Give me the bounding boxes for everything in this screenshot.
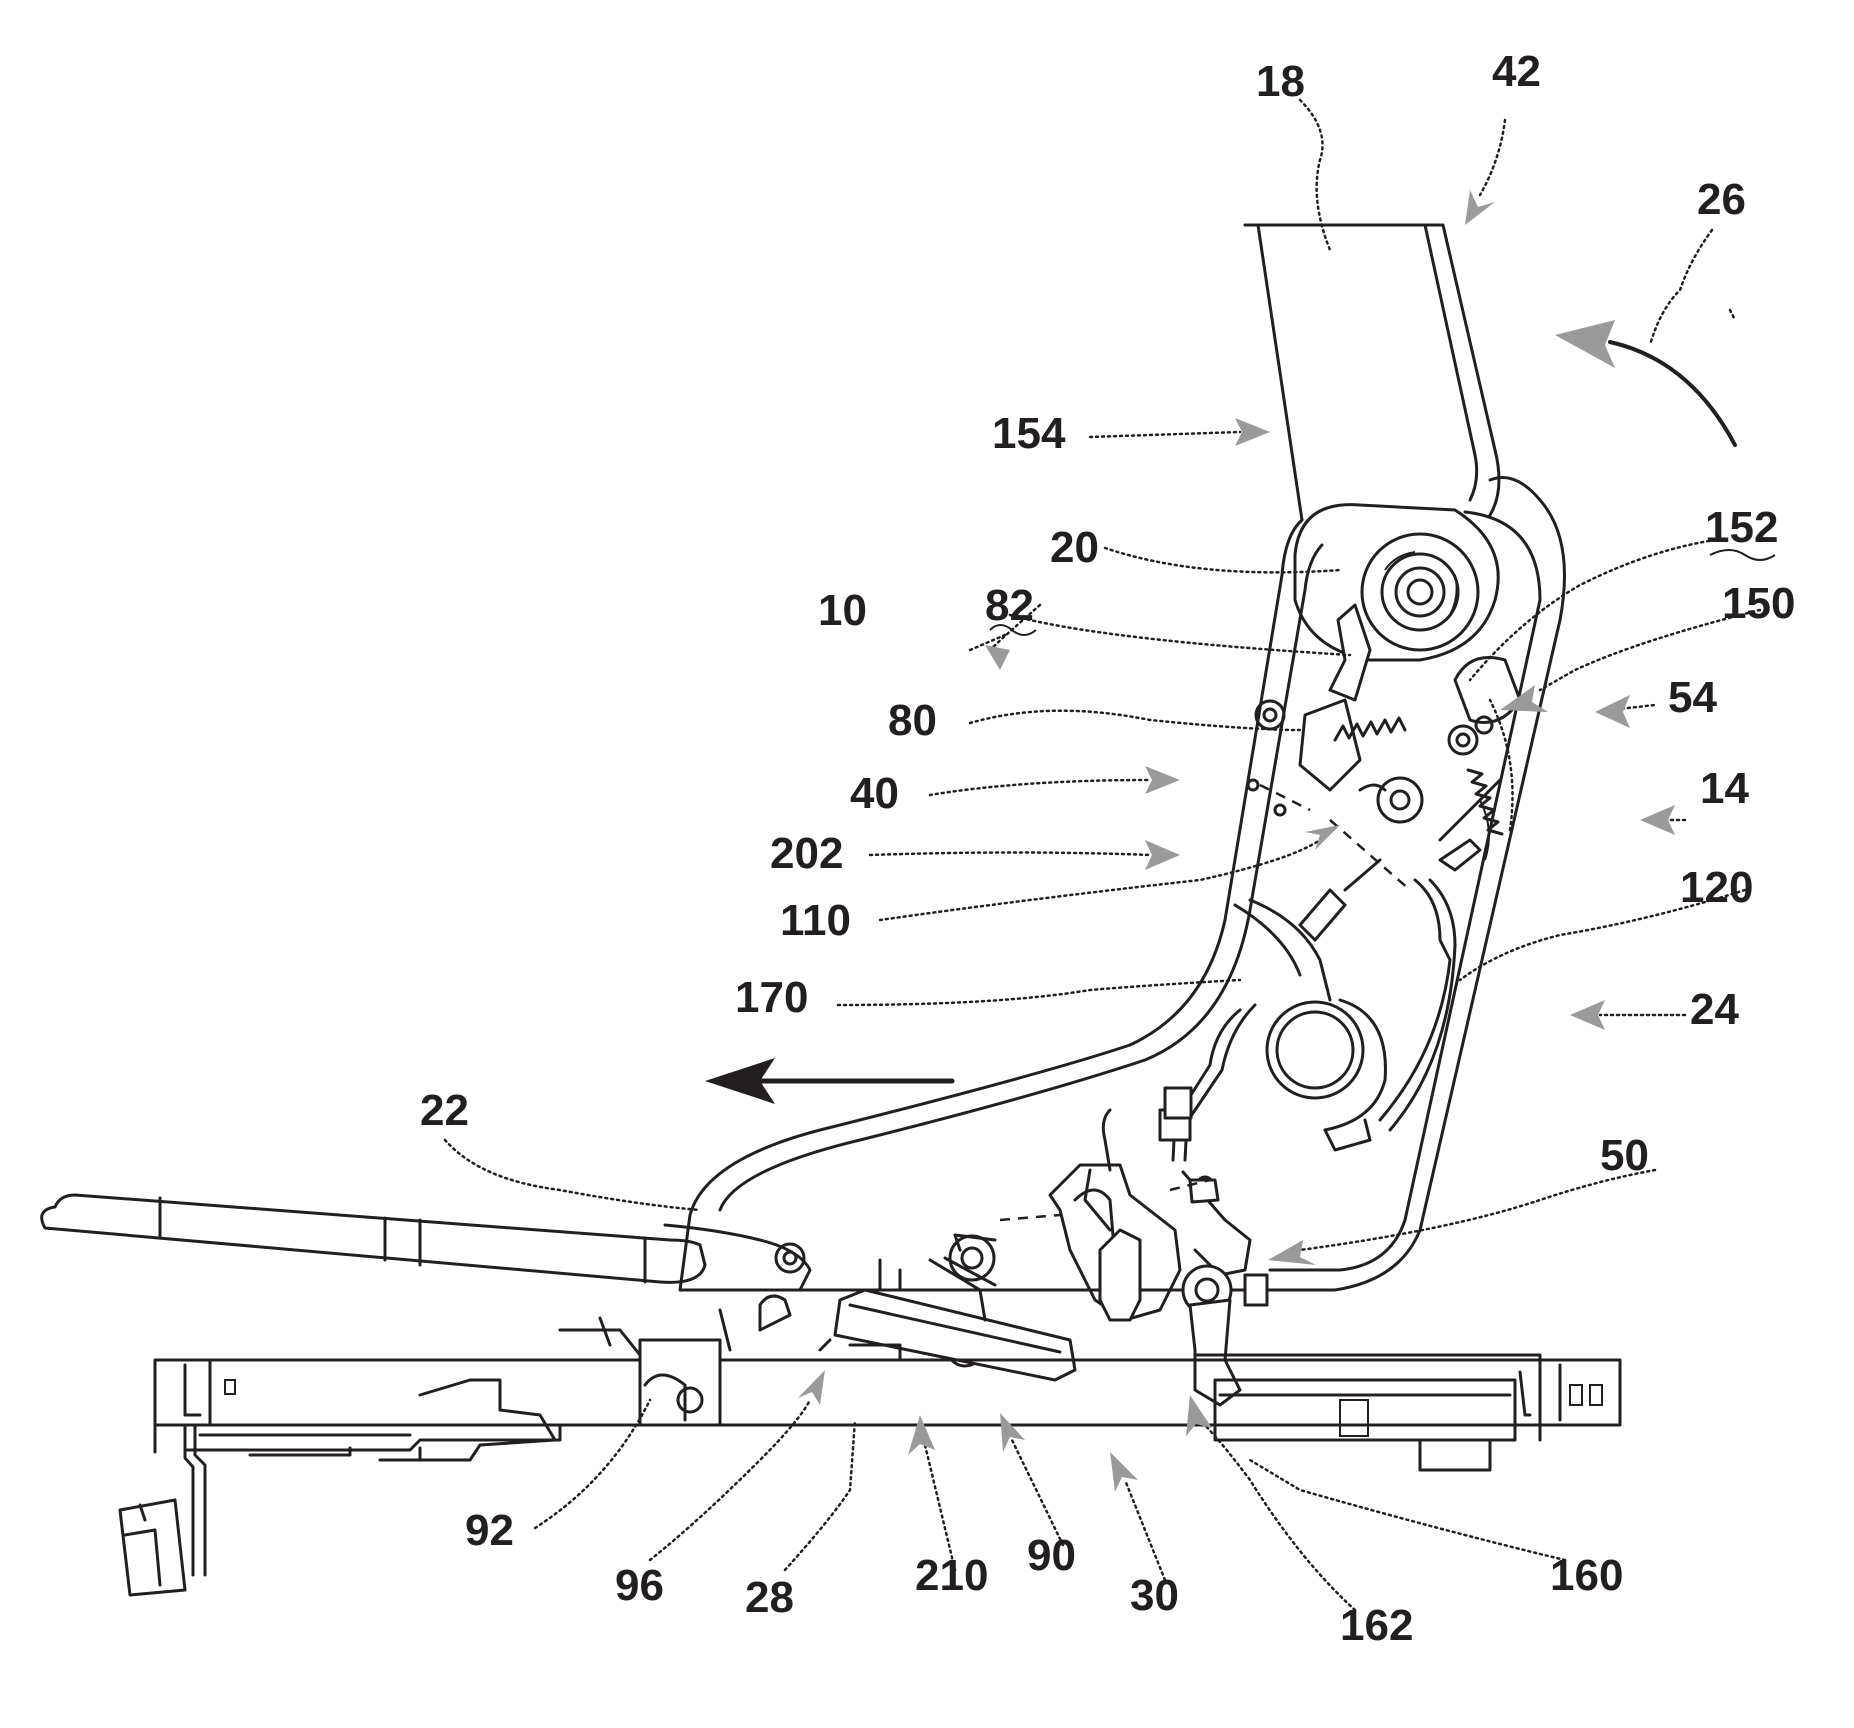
label-210: 210 — [915, 1551, 988, 1600]
label-152: 152 — [1705, 503, 1778, 552]
reference-labels: 18 42 26 154 20 152 10 82 150 54 80 14 4… — [420, 47, 1795, 1650]
label-24: 24 — [1690, 985, 1739, 1034]
label-18: 18 — [1256, 57, 1305, 106]
label-22: 22 — [420, 1086, 469, 1135]
label-110: 110 — [780, 896, 851, 945]
label-30: 30 — [1130, 1571, 1179, 1620]
label-10: 10 — [818, 586, 867, 635]
label-170: 170 — [735, 973, 808, 1022]
label-202: 202 — [770, 829, 843, 878]
label-40: 40 — [850, 769, 899, 818]
label-80: 80 — [888, 696, 937, 745]
recliner-disc — [1295, 505, 1498, 660]
label-54: 54 — [1668, 673, 1717, 722]
label-42: 42 — [1492, 47, 1541, 96]
seatback-frame — [680, 225, 1565, 1290]
label-120: 120 — [1680, 863, 1753, 912]
direction-arrows — [705, 320, 1735, 1104]
label-28: 28 — [745, 1573, 794, 1622]
label-160: 160 — [1550, 1551, 1623, 1600]
rotation-arrowhead — [1555, 320, 1615, 368]
seat-track — [120, 1318, 1620, 1595]
label-14: 14 — [1700, 764, 1749, 813]
label-90: 90 — [1027, 1531, 1076, 1580]
label-20: 20 — [1050, 523, 1099, 572]
label-154: 154 — [992, 409, 1066, 458]
latch-mechanism — [1248, 605, 1520, 890]
label-96: 96 — [615, 1561, 664, 1610]
label-150: 150 — [1722, 579, 1795, 628]
label-162: 162 — [1340, 1601, 1413, 1650]
label-82: 82 — [985, 581, 1034, 630]
cable-and-spring — [1160, 860, 1455, 1160]
label-26: 26 — [1697, 175, 1746, 224]
label-92: 92 — [465, 1506, 514, 1555]
label-50: 50 — [1600, 1131, 1649, 1180]
